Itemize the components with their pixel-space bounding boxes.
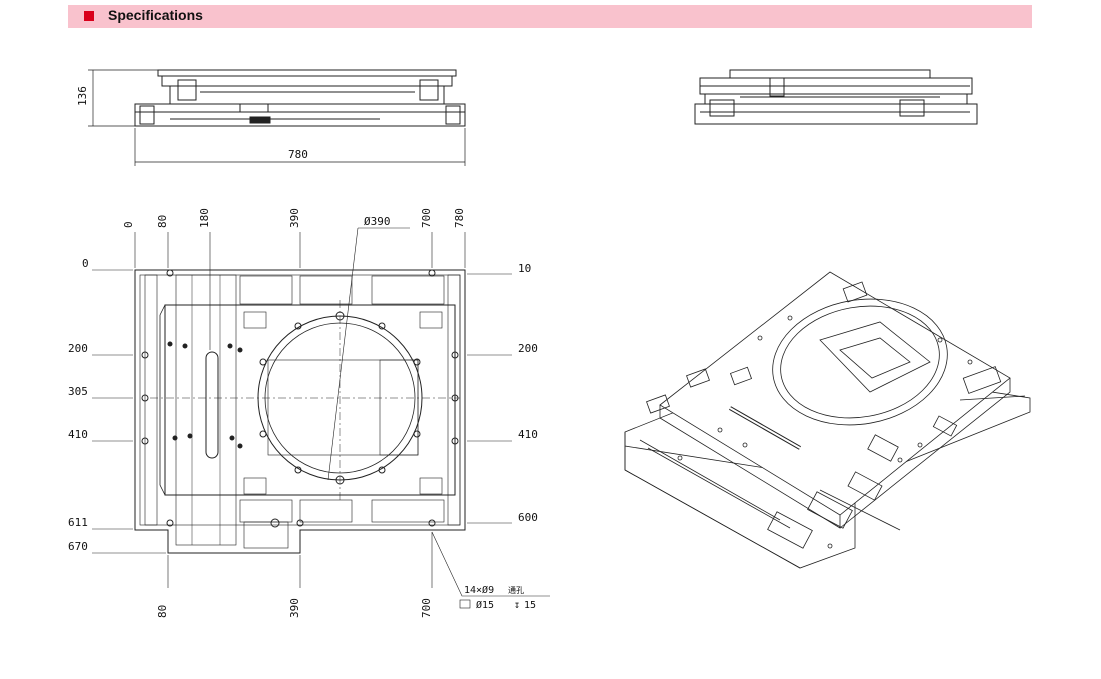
dim-top-0: 0	[122, 221, 135, 228]
dim-top-180: 180	[198, 208, 211, 228]
dim-top-390: 390	[288, 208, 301, 228]
dim-left-670: 670	[68, 540, 88, 553]
hole-note: 14×Ø9	[464, 584, 494, 596]
dim-left-305: 305	[68, 385, 88, 398]
header-square-icon	[84, 11, 94, 21]
depth-symbol-icon: ↧	[514, 600, 520, 611]
dim-left-410: 410	[68, 428, 88, 441]
dim-right-410: 410	[518, 428, 538, 441]
dim-width-780: 780	[288, 148, 308, 161]
dim-bottom-390: 390	[288, 598, 301, 618]
dim-left-0: 0	[82, 257, 89, 270]
dim-height-136: 136	[76, 86, 89, 106]
dim-top-80: 80	[156, 215, 169, 228]
dim-diameter-390: Ø390	[364, 215, 391, 228]
dim-bottom-80: 80	[156, 605, 169, 618]
side-view-right	[694, 69, 978, 125]
depth-note: 15	[524, 600, 536, 611]
counterbore-note: Ø15	[476, 599, 494, 611]
side-view-left	[88, 69, 466, 166]
dim-right-600: 600	[518, 511, 538, 524]
dim-left-611: 611	[68, 516, 88, 529]
dim-left-200: 200	[68, 342, 88, 355]
dim-right-200: 200	[518, 342, 538, 355]
dim-right-10: 10	[518, 262, 531, 275]
dim-top-780: 780	[453, 208, 466, 228]
isometric-view	[624, 271, 1031, 569]
hole-note-suffix: 通孔	[508, 585, 524, 595]
section-header: Specifications	[68, 5, 1032, 28]
dim-top-700: 700	[420, 208, 433, 228]
dim-bottom-700: 700	[420, 598, 433, 618]
top-view	[92, 227, 550, 609]
section-title: Specifications	[108, 7, 203, 23]
